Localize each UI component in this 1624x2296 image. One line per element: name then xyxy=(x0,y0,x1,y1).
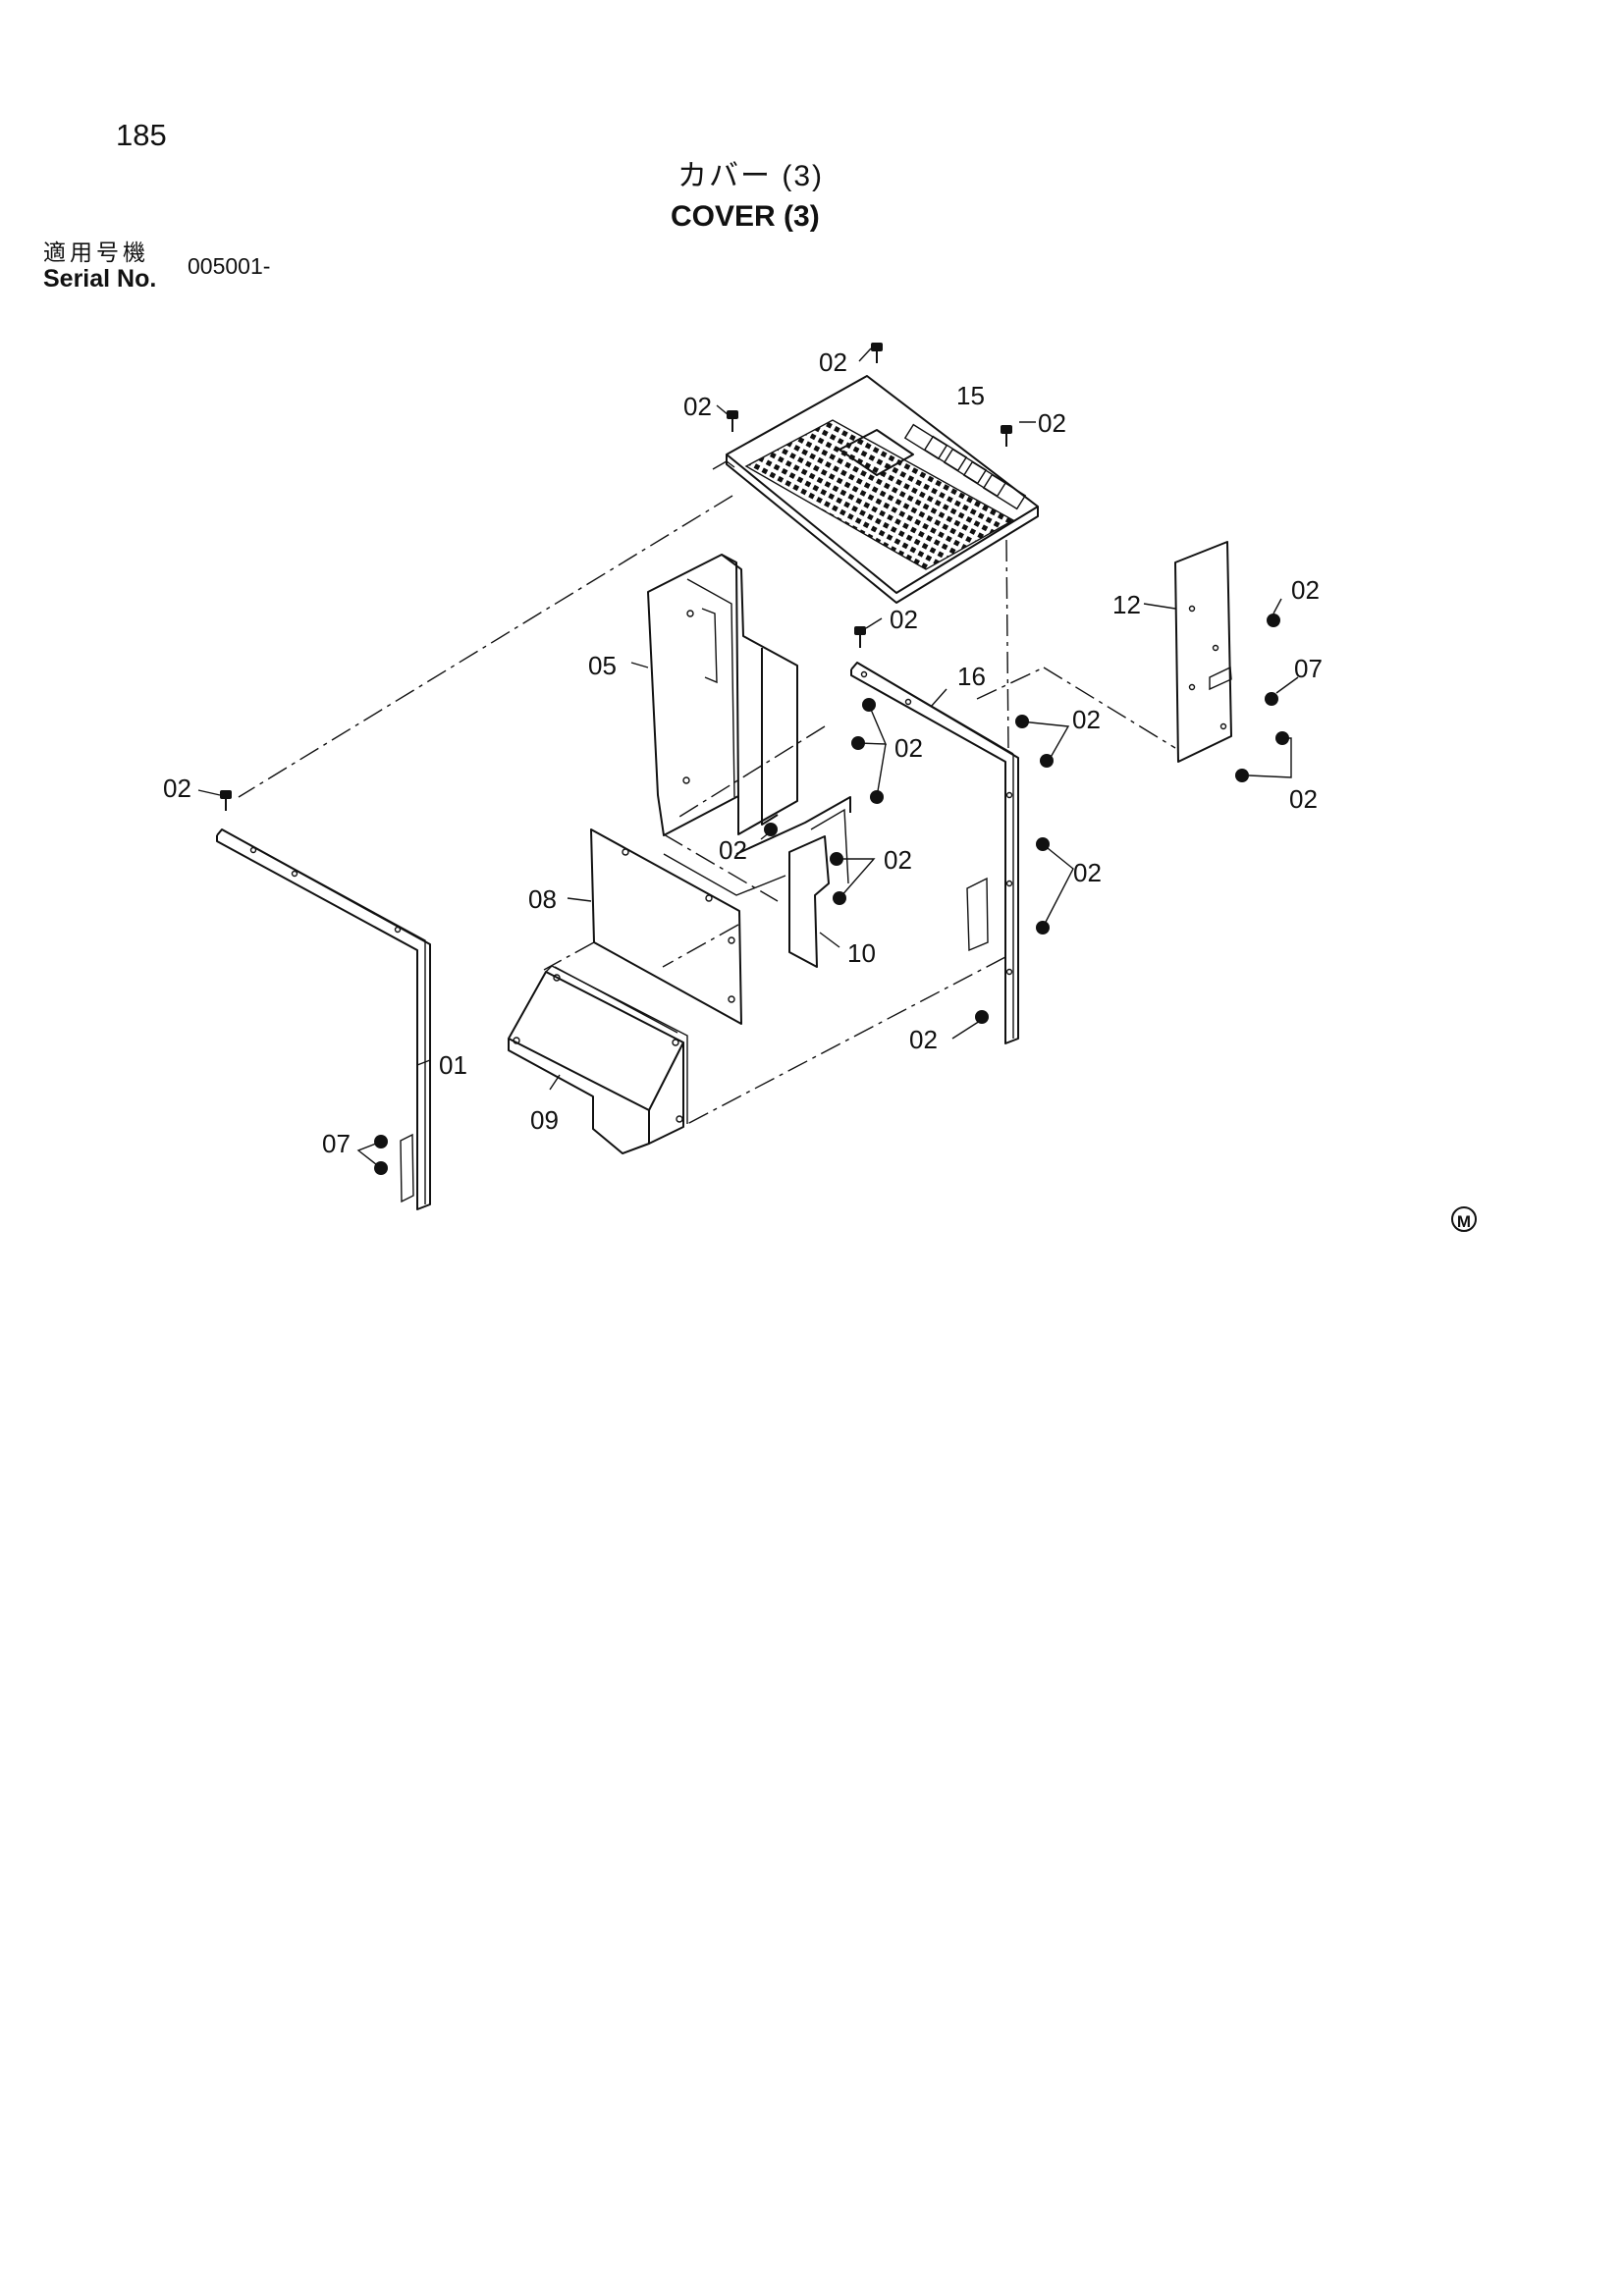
plate-part xyxy=(663,796,851,968)
nut-icon xyxy=(764,823,778,836)
page-number: 185 xyxy=(116,118,167,152)
nut-icon xyxy=(975,1010,989,1024)
callout-label: 09 xyxy=(530,1105,559,1135)
callout-label: 02 xyxy=(890,605,918,634)
assembly-guide-lines xyxy=(238,495,1176,1125)
callout-labels: 02 02 15 02 12 02 07 02 02 16 02 05 02 0… xyxy=(163,347,1323,1158)
callout-leader-lines xyxy=(197,347,1299,1169)
callout-label: 02 xyxy=(683,392,712,421)
callout-label: 02 xyxy=(819,347,847,377)
callout-label: 16 xyxy=(957,662,986,691)
callout-label: 05 xyxy=(588,651,617,680)
callout-label: 08 xyxy=(528,884,557,914)
page-title-english: COVER (3) xyxy=(671,200,820,233)
callout-label: 15 xyxy=(956,381,985,410)
side-plate-part xyxy=(1174,541,1232,763)
callout-label: 12 xyxy=(1112,590,1141,619)
callout-label: 07 xyxy=(322,1129,351,1158)
bolt-icon xyxy=(871,343,883,363)
bolt-icon xyxy=(727,410,738,432)
panel-part xyxy=(590,828,742,1025)
serial-label-japanese: 適用号機 xyxy=(43,240,149,265)
right-frame-part xyxy=(850,662,1019,1044)
callout-label: 02 xyxy=(163,774,191,803)
m-mark-letter: M xyxy=(1457,1212,1471,1231)
callout-label: 02 xyxy=(1291,575,1320,605)
nut-icon xyxy=(1265,692,1278,706)
callout-label: 02 xyxy=(1038,408,1066,438)
serial-label-english: Serial No. xyxy=(43,265,157,293)
page-title-japanese: カバー (3) xyxy=(677,160,824,192)
callout-label: 02 xyxy=(1073,858,1102,887)
center-bracket-part xyxy=(647,554,798,836)
m-mark-symbol: M xyxy=(1451,1206,1477,1232)
callout-label: 02 xyxy=(1289,784,1318,814)
callout-label: 02 xyxy=(909,1025,938,1054)
nut-icon xyxy=(1235,769,1249,782)
fastener-bolts xyxy=(220,343,1289,1175)
top-cover-part xyxy=(712,375,1039,604)
duct-part xyxy=(508,965,688,1154)
callout-label: 02 xyxy=(719,835,747,865)
callout-label: 10 xyxy=(847,938,876,968)
nut-icon xyxy=(1267,614,1280,627)
left-frame-part xyxy=(216,828,431,1210)
callout-label: 02 xyxy=(884,845,912,875)
callout-label: 01 xyxy=(439,1050,467,1080)
callout-label: 02 xyxy=(894,733,923,763)
bolt-icon xyxy=(220,790,232,811)
callout-label: 02 xyxy=(1072,705,1101,734)
bolt-icon xyxy=(1001,425,1012,447)
bolt-icon xyxy=(854,626,866,648)
serial-number-value: 005001- xyxy=(188,253,271,279)
callout-label: 07 xyxy=(1294,654,1323,683)
